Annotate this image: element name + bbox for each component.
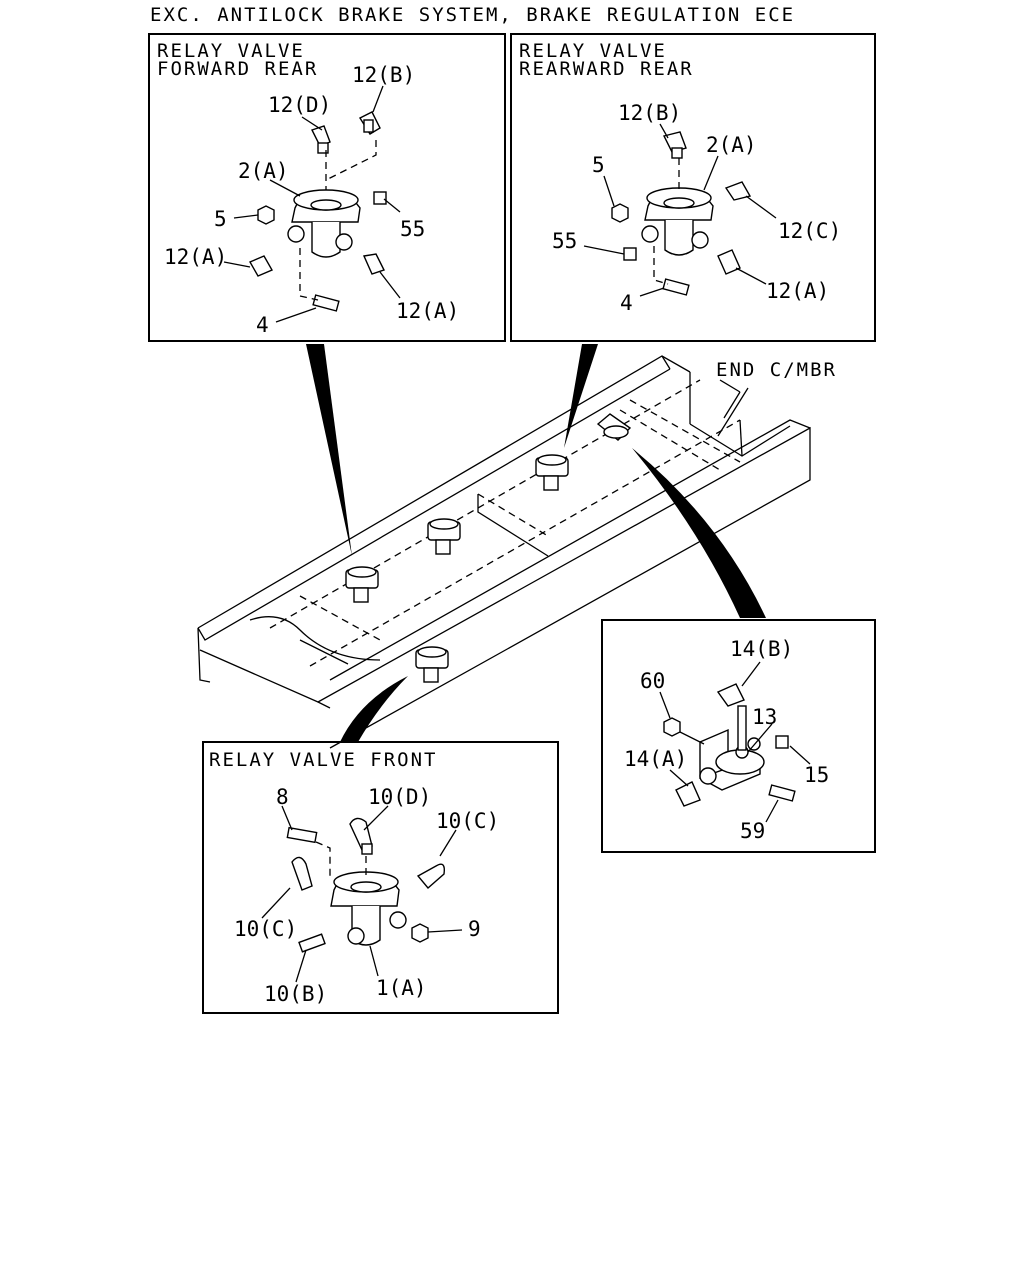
panel-frame xyxy=(202,741,559,1014)
valve-on-frame-front xyxy=(415,646,449,683)
panel-title-line2: FORWARD REAR xyxy=(157,58,318,80)
callout: 5 xyxy=(214,207,227,231)
valve-on-frame-forward-rear xyxy=(345,566,379,603)
diagram-title: EXC. ANTILOCK BRAKE SYSTEM, BRAKE REGULA… xyxy=(150,4,795,26)
panel-rearward-rear: RELAY VALVE REARWARD REAR 12(B) 2(A) xyxy=(510,33,876,342)
callout: 2(A) xyxy=(238,159,289,183)
fitting-12a-left xyxy=(249,255,273,277)
callout: 13 xyxy=(752,705,777,729)
panel-title-line2: REARWARD REAR xyxy=(519,58,694,80)
callout: 4 xyxy=(620,291,633,315)
pointer-rearward-rear xyxy=(564,344,598,448)
callout: 15 xyxy=(804,763,829,787)
callout: 12(B) xyxy=(352,63,415,87)
fitting-12c xyxy=(724,181,752,201)
screw-55 xyxy=(373,191,387,205)
fitting-10d xyxy=(349,817,373,855)
fitting-10c-left xyxy=(291,856,313,891)
relay-valve-part xyxy=(287,189,361,258)
fitting-10b xyxy=(298,933,326,953)
callout: 9 xyxy=(468,917,481,941)
panel-title-line1: RELAY VALVE xyxy=(157,40,305,62)
panel-forward-rear: RELAY VALVE FORWARD REAR xyxy=(148,33,506,342)
callout: 10(B) xyxy=(264,982,327,1006)
callout: 10(D) xyxy=(368,785,431,809)
panel-frame xyxy=(148,33,506,342)
bracket-valve-13 xyxy=(699,705,765,791)
chassis-frame xyxy=(197,355,811,749)
callout: 2(A) xyxy=(706,133,757,157)
nut-5 xyxy=(611,203,629,223)
callout: 14(B) xyxy=(730,637,793,661)
callout: 4 xyxy=(256,313,269,337)
callout: 12(B) xyxy=(618,101,681,125)
pointer-end xyxy=(632,448,766,618)
panel-front: RELAY VALVE FRONT 8 xyxy=(202,741,559,1014)
panel-title-line1: RELAY VALVE xyxy=(519,40,667,62)
nut-5 xyxy=(257,205,275,225)
callout: 10(C) xyxy=(234,917,297,941)
callout: 10(C) xyxy=(436,809,499,833)
valve-on-frame-middle xyxy=(427,518,461,555)
fitting-12b xyxy=(662,131,687,159)
pointer-front xyxy=(340,676,408,742)
fitting-14b xyxy=(716,683,745,707)
panel-title: RELAY VALVE FRONT xyxy=(209,749,437,771)
callout: 12(A) xyxy=(164,245,227,269)
callout: 12(C) xyxy=(778,219,841,243)
callout: 12(A) xyxy=(396,299,459,323)
fitting-10c-right xyxy=(416,863,446,889)
screw-15 xyxy=(775,735,789,749)
callout: 12(A) xyxy=(766,279,829,303)
fitting-12a xyxy=(717,249,741,275)
callout: 55 xyxy=(552,229,577,253)
relay-valve-part xyxy=(330,871,407,946)
relay-valve-part xyxy=(641,187,714,256)
frame-label: END C/MBR xyxy=(716,359,837,381)
fitting-12d xyxy=(311,125,331,154)
callout: 12(D) xyxy=(268,93,331,117)
panel-end-cmbr: 14(B) 60 13 14(A) 15 59 xyxy=(601,619,876,853)
panel-frame xyxy=(601,619,876,853)
bolt-4 xyxy=(662,278,690,296)
fitting-12b xyxy=(358,111,381,135)
bolt-59 xyxy=(768,784,796,802)
screw-55 xyxy=(623,247,637,261)
valve-on-frame-rearward-rear xyxy=(535,454,569,491)
callout: 5 xyxy=(592,153,605,177)
callout: 14(A) xyxy=(624,747,687,771)
callout: 59 xyxy=(740,819,765,843)
callout: 55 xyxy=(400,217,425,241)
panel-frame xyxy=(510,33,876,342)
pointer-forward-rear xyxy=(306,344,352,556)
nut-9 xyxy=(411,923,429,943)
bolt-4 xyxy=(312,294,340,312)
fitting-12a-right xyxy=(362,253,385,275)
callout: 8 xyxy=(276,785,289,809)
bolt-8 xyxy=(286,826,318,844)
valve-on-frame-end xyxy=(596,413,632,441)
callout: 60 xyxy=(640,669,665,693)
callout: 1(A) xyxy=(376,976,427,1000)
nut-60 xyxy=(663,717,681,737)
